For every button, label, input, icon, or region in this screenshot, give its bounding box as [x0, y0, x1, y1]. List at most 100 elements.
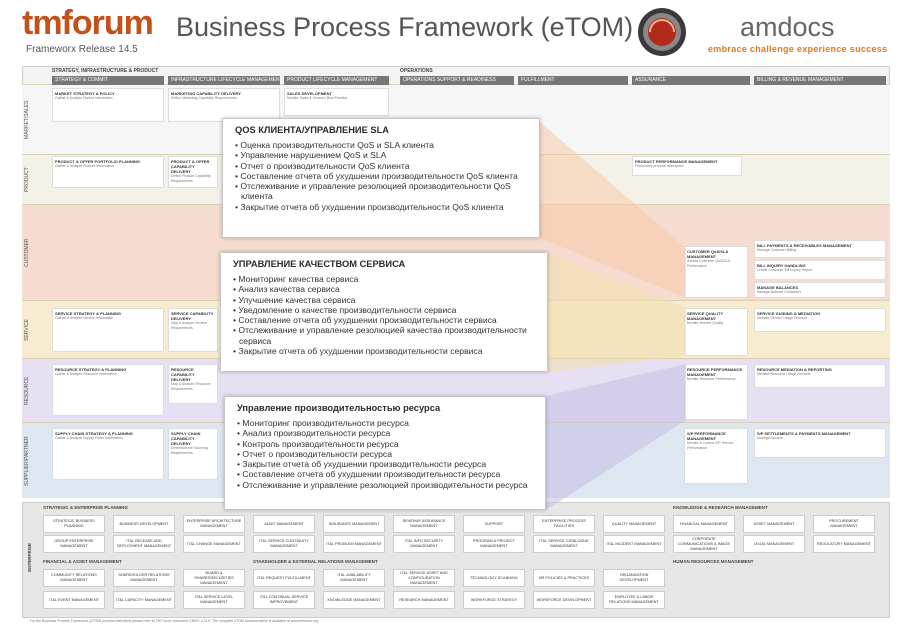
service-quality-panel-title: УПРАВЛЕНИЕ КАЧЕСТВОМ СЕРВИСА	[233, 259, 406, 269]
enterprise-process-box: PROGRAM & PROJECT MANAGEMENT	[463, 535, 525, 553]
enterprise-process-box: BUSINESS DEVELOPMENT	[113, 515, 175, 533]
release-badge-icon	[638, 8, 686, 56]
area-assurance: ASSURANCE	[632, 76, 750, 85]
list-item: Мониторинг производительности ресурса	[237, 418, 535, 428]
enterprise-process-box: ENTERPRISE PROCESS FACILITIES	[533, 515, 595, 533]
layer-label-customer: CUSTOMER	[24, 238, 30, 268]
layer-label-resource: RESOURCE	[24, 376, 30, 406]
operations-group-title: OPERATIONS	[400, 68, 433, 74]
enterprise-process-box: GROUP ENTERPRISE MANAGEMENT	[43, 535, 105, 553]
list-item: Оценка производительности QoS и SLA клие…	[235, 140, 529, 150]
enterprise-process-box: IT&L PROBLEM MANAGEMENT	[323, 535, 385, 553]
service-quality-panel: УПРАВЛЕНИЕ КАЧЕСТВОМ СЕРВИСА Мониторинг …	[220, 252, 548, 372]
list-item: Улучшение качества сервиса	[233, 295, 537, 305]
list-item: Управление нарушением QoS и SLA	[235, 150, 529, 160]
list-item: Уведомление о качестве производительност…	[233, 305, 537, 315]
enterprise-process-box: LEGAL MANAGEMENT	[743, 535, 805, 553]
enterprise-process-box: IT&L CONTINUAL SERVICE IMPROVEMENT	[253, 591, 315, 609]
qos-sla-panel: QOS КЛИЕНТА/УПРАВЛЕНИЕ SLA Оценка произв…	[222, 118, 540, 238]
enterprise-process-box: IT&L AVAILABILITY MANAGEMENT	[323, 569, 385, 587]
list-item: Закрытие отчета об ухудшении производите…	[233, 346, 537, 356]
enterprise-process-box: STRATEGIC BUSINESS PLANNING	[43, 515, 105, 533]
enterprise-process-box: KNOWLEDGE MANAGEMENT	[323, 591, 385, 609]
enterprise-process-box: IT&L CHANGE MANAGEMENT	[183, 535, 245, 553]
amdocs-tagline: embrace challenge experience success	[708, 44, 888, 54]
area-strategy-commit: STRATEGY & COMMIT	[52, 76, 164, 85]
list-item: Составление отчета об ухудшении производ…	[235, 171, 529, 181]
enterprise-group-header: STAKEHOLDER & EXTERNAL RELATIONS MANAGEM…	[253, 559, 378, 564]
enterprise-process-box: IT&L SERVICE CONTINUITY MANAGEMENT	[253, 535, 315, 553]
list-item: Составление отчета об ухудшении производ…	[233, 315, 537, 325]
enterprise-group-header: STRATEGIC & ENTERPRISE PLANNING	[43, 505, 128, 510]
header: tmforum Frameworx Release 14.5 Business …	[0, 0, 900, 64]
enterprise-process-box: QUALITY MANAGEMENT	[603, 515, 665, 533]
enterprise-process-box: EMPLOYEE & LABOR RELATIONS MANAGEMENT	[603, 591, 665, 609]
enterprise-process-box: SHAREHOLDER RELATIONS MANAGEMENT	[113, 569, 175, 587]
tmforum-logo: tmforum	[22, 4, 154, 42]
area-product-lifecycle: PRODUCT LIFECYCLE MANAGEMENT	[284, 76, 389, 85]
enterprise-process-box: IT&L SERVICE CATALOGUE MANAGEMENT	[533, 535, 595, 553]
enterprise-process-box: ENTERPRISE ARCHITECTURE MANAGEMENT	[183, 515, 245, 533]
enterprise-process-box: WORKFORCE DEVELOPMENT	[533, 591, 595, 609]
list-item: Отчет о производительности ресурса	[237, 449, 535, 459]
enterprise-process-box: IT&L INFO SECURITY MANAGEMENT	[393, 535, 455, 553]
list-item: Закрытие отчета об ухудшении производите…	[235, 202, 529, 212]
enterprise-group-header: HUMAN RESOURCES MANAGEMENT	[673, 559, 754, 564]
qos-sla-list: Оценка производительности QoS и SLA клие…	[235, 140, 529, 212]
enterprise-process-box: IT&L SERVICE ASSET AND CONFIGURATION MAN…	[393, 569, 455, 587]
enterprise-section: ENTERPRISE STRATEGIC & ENTERPRISE PLANNI…	[22, 502, 890, 618]
layer-label-product: PRODUCT	[24, 167, 30, 193]
qos-sla-panel-title: QOS КЛИЕНТА/УПРАВЛЕНИЕ SLA	[235, 125, 389, 135]
enterprise-process-box: CORPORATE COMMUNICATIONS & IMAGE MANAGEM…	[673, 535, 735, 553]
enterprise-process-box: COMMUNITY RELATIONS MANAGEMENT	[43, 569, 105, 587]
enterprise-process-box: IT&L SERVICE LEVEL MANAGEMENT	[183, 591, 245, 609]
list-item: Анализ производительности ресурса	[237, 428, 535, 438]
area-operations-support: OPERATIONS SUPPORT & READINESS	[400, 76, 514, 85]
area-billing-revenue: BILLING & REVENUE MANAGEMENT	[754, 76, 886, 85]
enterprise-process-box: IT&L REQUEST FULFILLMENT	[253, 569, 315, 587]
enterprise-process-box: ORGANIZATION DEVELOPMENT	[603, 569, 665, 587]
resource-performance-panel-title: Управление производительностью ресурса	[237, 403, 441, 413]
amdocs-logo: amdocs	[740, 12, 835, 42]
frameworx-release-label: Frameworx Release 14.5	[26, 44, 138, 55]
footnote: For the Business Process Framework (eTOM…	[30, 619, 320, 623]
enterprise-process-box: ASSET MANAGEMENT	[743, 515, 805, 533]
page-title: Business Process Framework (eTOM)	[176, 12, 634, 42]
enterprise-process-box: TECHNOLOGY SCANNING	[463, 569, 525, 587]
enterprise-process-box: REVENUE ASSURANCE MANAGEMENT	[393, 515, 455, 533]
resource-performance-list: Мониторинг производительности ресурса Ан…	[237, 418, 535, 490]
enterprise-process-box: INSURANCE MANAGEMENT	[323, 515, 385, 533]
list-item: Закрытие отчета об ухудшении производите…	[237, 459, 535, 469]
enterprise-process-box: SUPPORT	[463, 515, 525, 533]
enterprise-group-header: FINANCIAL & ASSET MANAGEMENT	[43, 559, 122, 564]
enterprise-process-box: PROCUREMENT MANAGEMENT	[813, 515, 875, 533]
list-item: Отчет о производительности QoS клиента	[235, 161, 529, 171]
enterprise-process-box: REGULATORY MANAGEMENT	[813, 535, 875, 553]
enterprise-process-box: IT&L EVENT MANAGEMENT	[43, 591, 105, 609]
enterprise-process-box: BOARD & SHARES/SECURITIES MANAGEMENT	[183, 569, 245, 587]
layer-label-market-sales: MARKET/SALES	[24, 100, 30, 140]
enterprise-process-box: IT&L RELEASE AND DEPLOYMENT MANAGEMENT	[113, 535, 175, 553]
service-quality-list: Мониторинг качества сервиса Анализ качес…	[233, 274, 537, 356]
layer-label-supplier-partner: SUPPLIER/PARTNER	[24, 436, 30, 486]
list-item: Составление отчета об ухудшении производ…	[237, 469, 535, 479]
enterprise-group-header: KNOWLEDGE & RESEARCH MANAGEMENT	[673, 505, 768, 510]
